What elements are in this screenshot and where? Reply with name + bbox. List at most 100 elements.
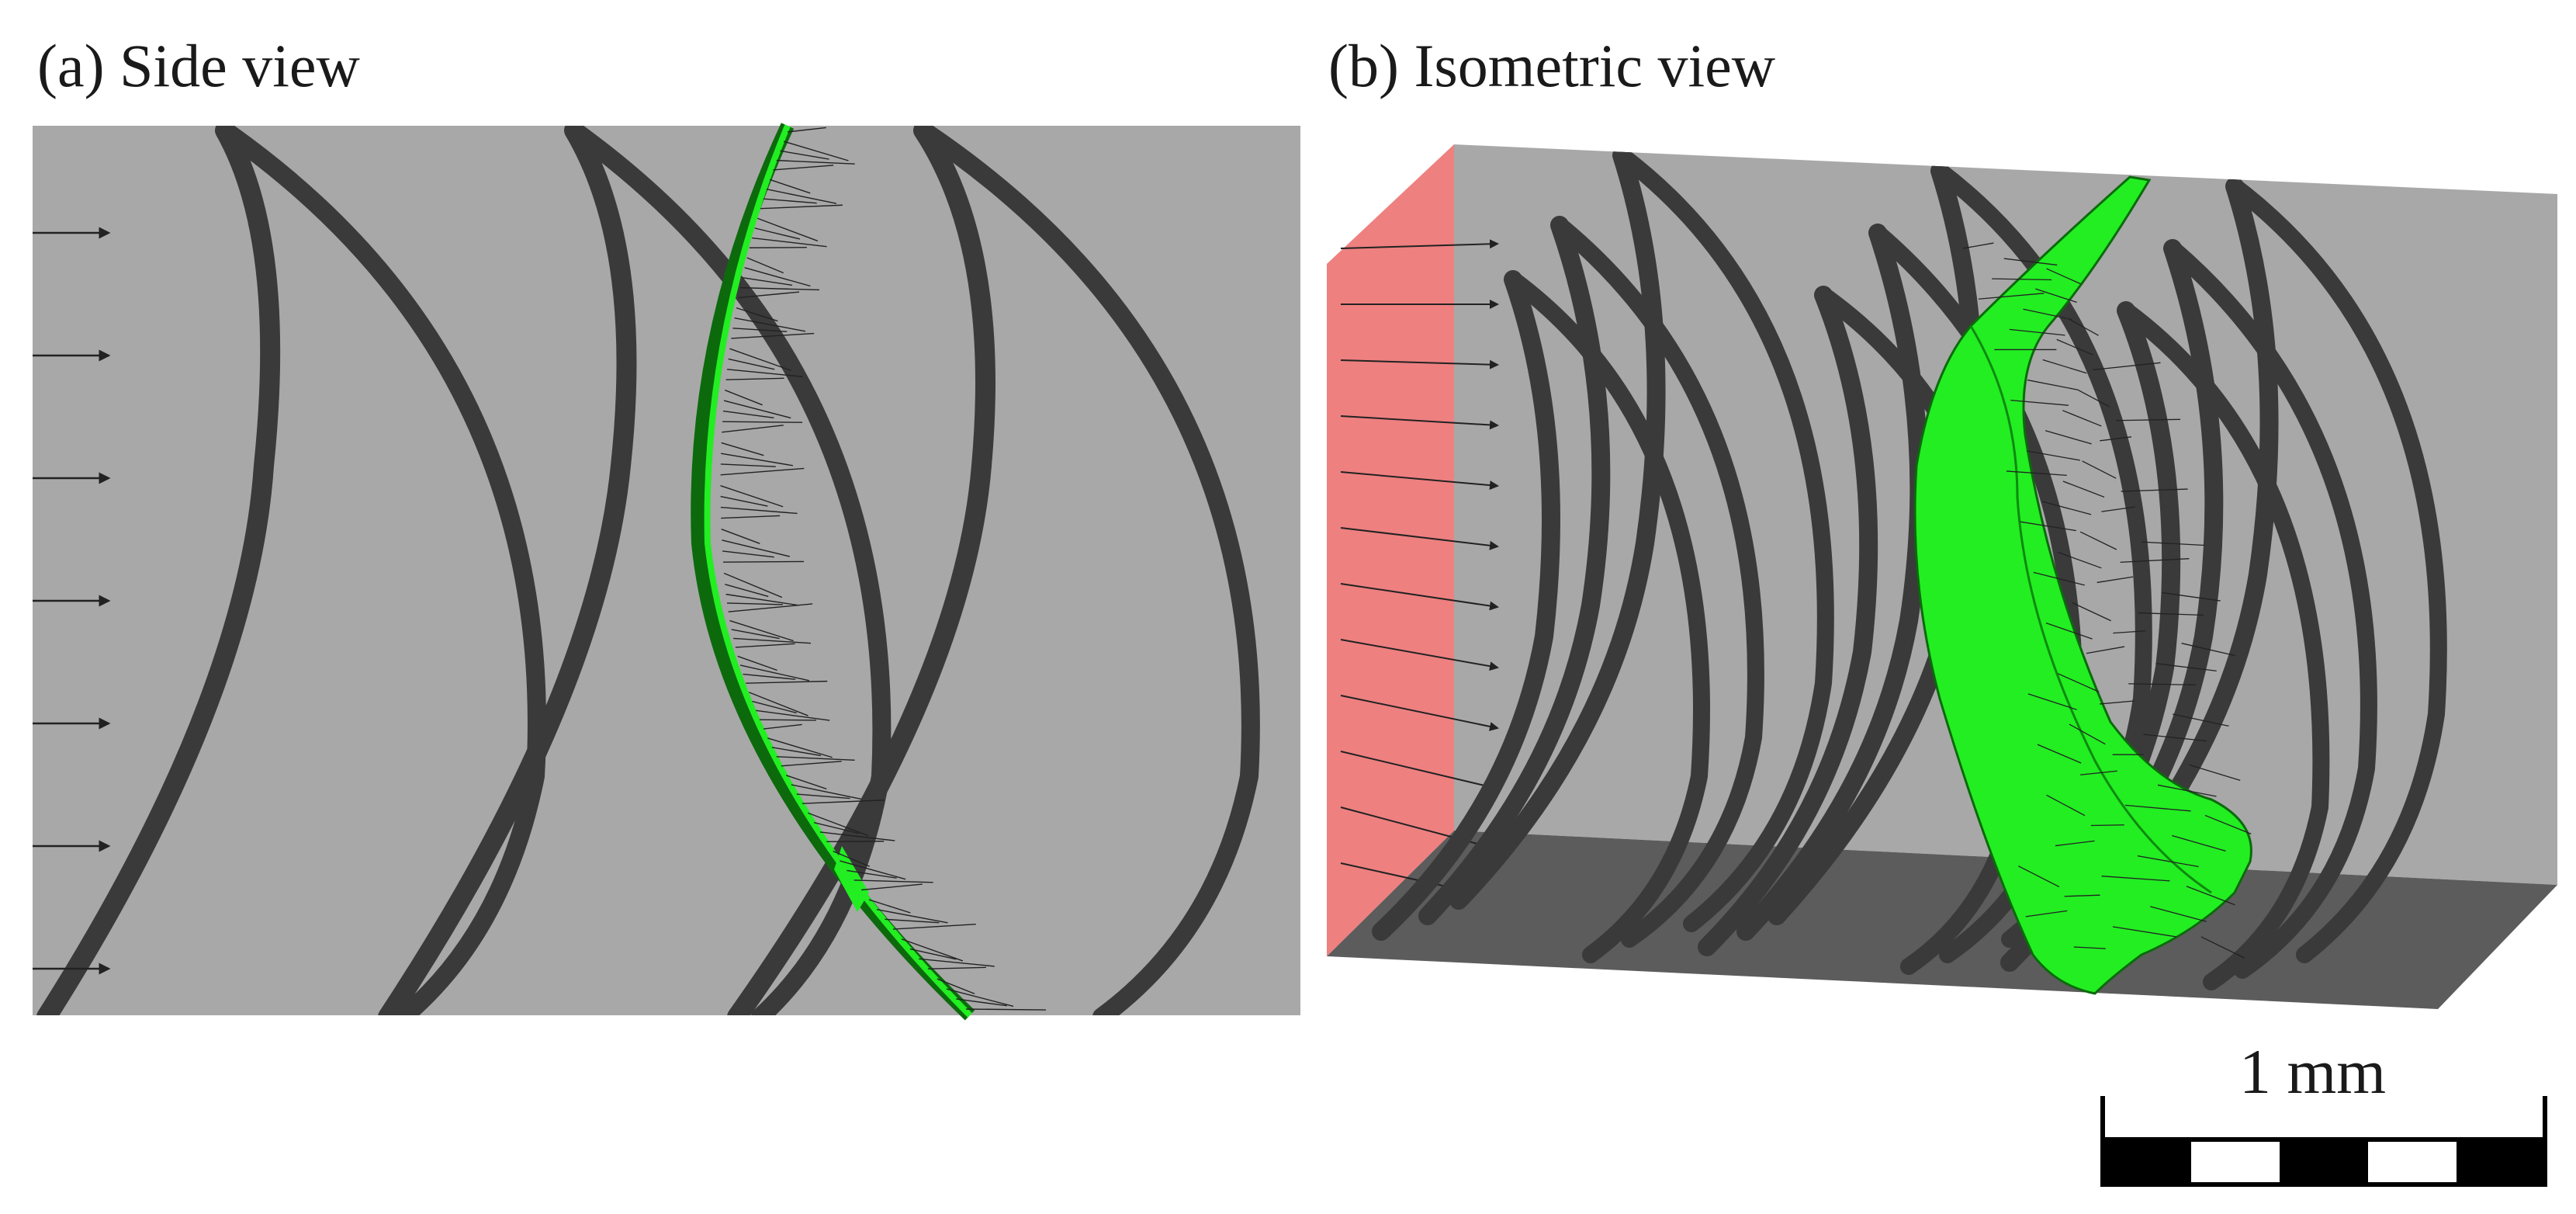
velocity-vector	[720, 495, 768, 507]
flow-arrow	[1340, 639, 1499, 671]
velocity-vector	[808, 812, 869, 837]
strut	[1449, 146, 1666, 910]
velocity-vector	[826, 841, 885, 842]
velocity-vector	[2035, 288, 2077, 304]
velocity-vector	[2121, 488, 2188, 492]
strut	[1504, 271, 1710, 963]
scale-bar-segment	[2280, 1139, 2368, 1185]
scale-bar	[2100, 1096, 2547, 1187]
scale-bar-segment	[2103, 1139, 2191, 1185]
velocity-vector	[722, 425, 784, 433]
velocity-vector	[739, 286, 819, 291]
velocity-vector	[721, 442, 764, 456]
velocity-vector	[802, 800, 885, 804]
velocity-vector	[729, 619, 794, 642]
panel-b-isometric-view	[1327, 144, 2557, 1009]
velocity-vector	[2092, 362, 2161, 371]
flow-arrow	[1340, 239, 1499, 249]
velocity-vector	[2037, 744, 2082, 764]
velocity-vector	[937, 978, 975, 994]
velocity-vector	[892, 923, 976, 930]
velocity-vector	[752, 700, 797, 714]
velocity-vector	[853, 879, 933, 883]
velocity-vector	[1978, 293, 2045, 300]
scale-bar-segment	[2457, 1139, 2545, 1185]
flow-arrow	[1340, 583, 1499, 611]
velocity-vector	[2023, 308, 2072, 321]
velocity-vector	[725, 593, 799, 606]
velocity-vector	[2056, 338, 2093, 356]
velocity-vector	[781, 761, 842, 767]
velocity-vector	[727, 369, 803, 378]
velocity-vector	[722, 410, 774, 418]
velocity-vector	[2062, 410, 2102, 427]
velocity-vector	[2157, 784, 2217, 797]
velocity-vector	[946, 988, 1014, 1008]
velocity-vector	[722, 421, 803, 423]
front-surface	[1913, 175, 2252, 995]
front-surface-patch	[834, 846, 869, 912]
velocity-vector	[2033, 571, 2085, 586]
strut	[1551, 217, 1764, 948]
velocity-vectors-iso	[1962, 242, 2252, 959]
velocity-vector	[2069, 723, 2106, 745]
velocity-vector	[720, 506, 798, 515]
velocity-vector	[2064, 894, 2100, 897]
velocity-vector	[754, 227, 801, 240]
velocity-vector	[2057, 551, 2102, 569]
velocity-vector	[776, 756, 855, 761]
velocity-vector	[721, 529, 760, 544]
velocity-vector	[743, 673, 796, 680]
velocity-vector	[2020, 521, 2076, 532]
velocity-vector	[749, 692, 808, 716]
velocity-vector	[2120, 558, 2190, 563]
velocity-vector	[735, 643, 795, 648]
strut	[1736, 224, 1929, 941]
velocity-vector	[757, 217, 819, 242]
velocity-vector	[2090, 824, 2124, 827]
flow-arrow	[1340, 527, 1499, 550]
velocity-vector	[2058, 673, 2100, 693]
iso-front-surface	[1913, 175, 2252, 995]
velocity-vector	[2162, 591, 2221, 602]
velocity-vector	[2082, 460, 2117, 479]
strut	[216, 126, 546, 1015]
velocity-vector	[919, 958, 995, 967]
velocity-vector	[731, 629, 780, 640]
velocity-vector	[724, 389, 763, 406]
velocity-vector	[771, 747, 822, 757]
velocity-vector	[731, 332, 815, 339]
velocity-vector	[876, 908, 948, 924]
velocity-vector	[2172, 834, 2226, 852]
velocity-vector	[767, 737, 833, 758]
velocity-vector	[2042, 501, 2092, 515]
velocity-vector	[728, 603, 813, 612]
velocity-vector	[738, 291, 800, 299]
velocity-vector	[737, 655, 777, 671]
velocity-vector	[746, 257, 784, 274]
velocity-vector	[2027, 693, 2077, 710]
velocity-vector	[2055, 840, 2095, 847]
flow-arrow	[1340, 415, 1499, 430]
panel-a-title: (a) Side view	[37, 32, 360, 99]
velocity-vector	[2189, 764, 2241, 782]
side-view-struts	[36, 126, 1260, 1015]
velocity-vector	[720, 484, 784, 508]
strut	[914, 126, 1260, 1015]
velocity-vector	[2128, 683, 2197, 686]
velocity-vector	[2069, 318, 2099, 336]
velocity-vector	[752, 237, 827, 248]
velocity-vector	[2027, 379, 2079, 390]
side-view-front-surface	[691, 123, 1047, 1021]
velocity-vector	[734, 317, 806, 332]
velocity-vector	[927, 966, 986, 969]
velocity-vector	[726, 602, 783, 605]
velocity-vector	[725, 584, 769, 598]
velocity-vector	[733, 637, 811, 644]
velocity-vector	[725, 377, 784, 380]
iso-inlet-face	[1327, 144, 1454, 956]
velocity-vector	[791, 784, 862, 800]
velocity-vector	[2113, 630, 2146, 634]
strut	[727, 126, 995, 1015]
velocity-vector	[2204, 814, 2252, 835]
